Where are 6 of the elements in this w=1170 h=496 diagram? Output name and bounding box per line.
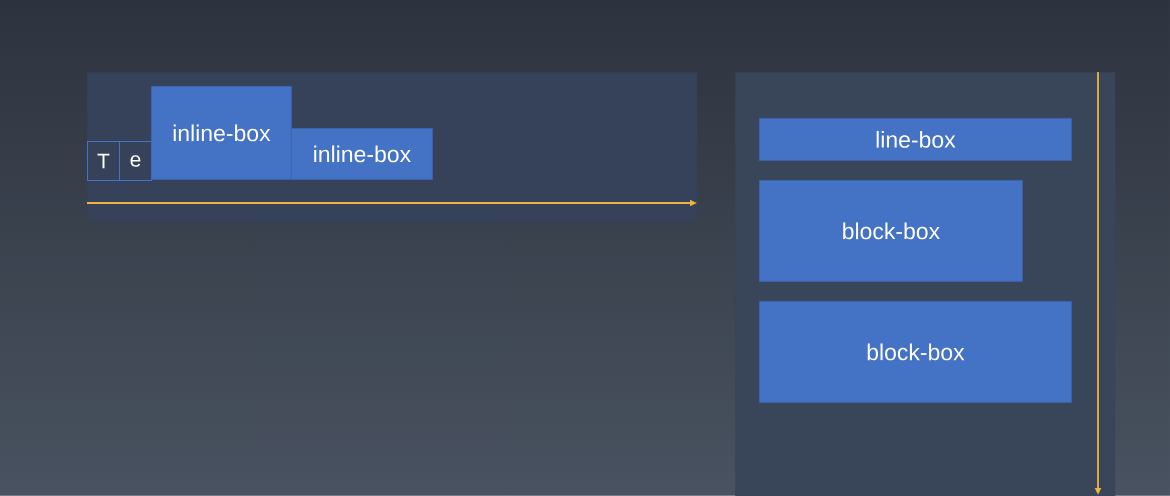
layout-box: inline-box: [151, 86, 292, 180]
letter-box: T: [87, 141, 120, 181]
layout-box: line-box: [759, 118, 1072, 161]
layout-box: block-box: [759, 301, 1072, 403]
layout-box: inline-box: [291, 128, 433, 180]
layout-box: block-box: [759, 180, 1023, 282]
